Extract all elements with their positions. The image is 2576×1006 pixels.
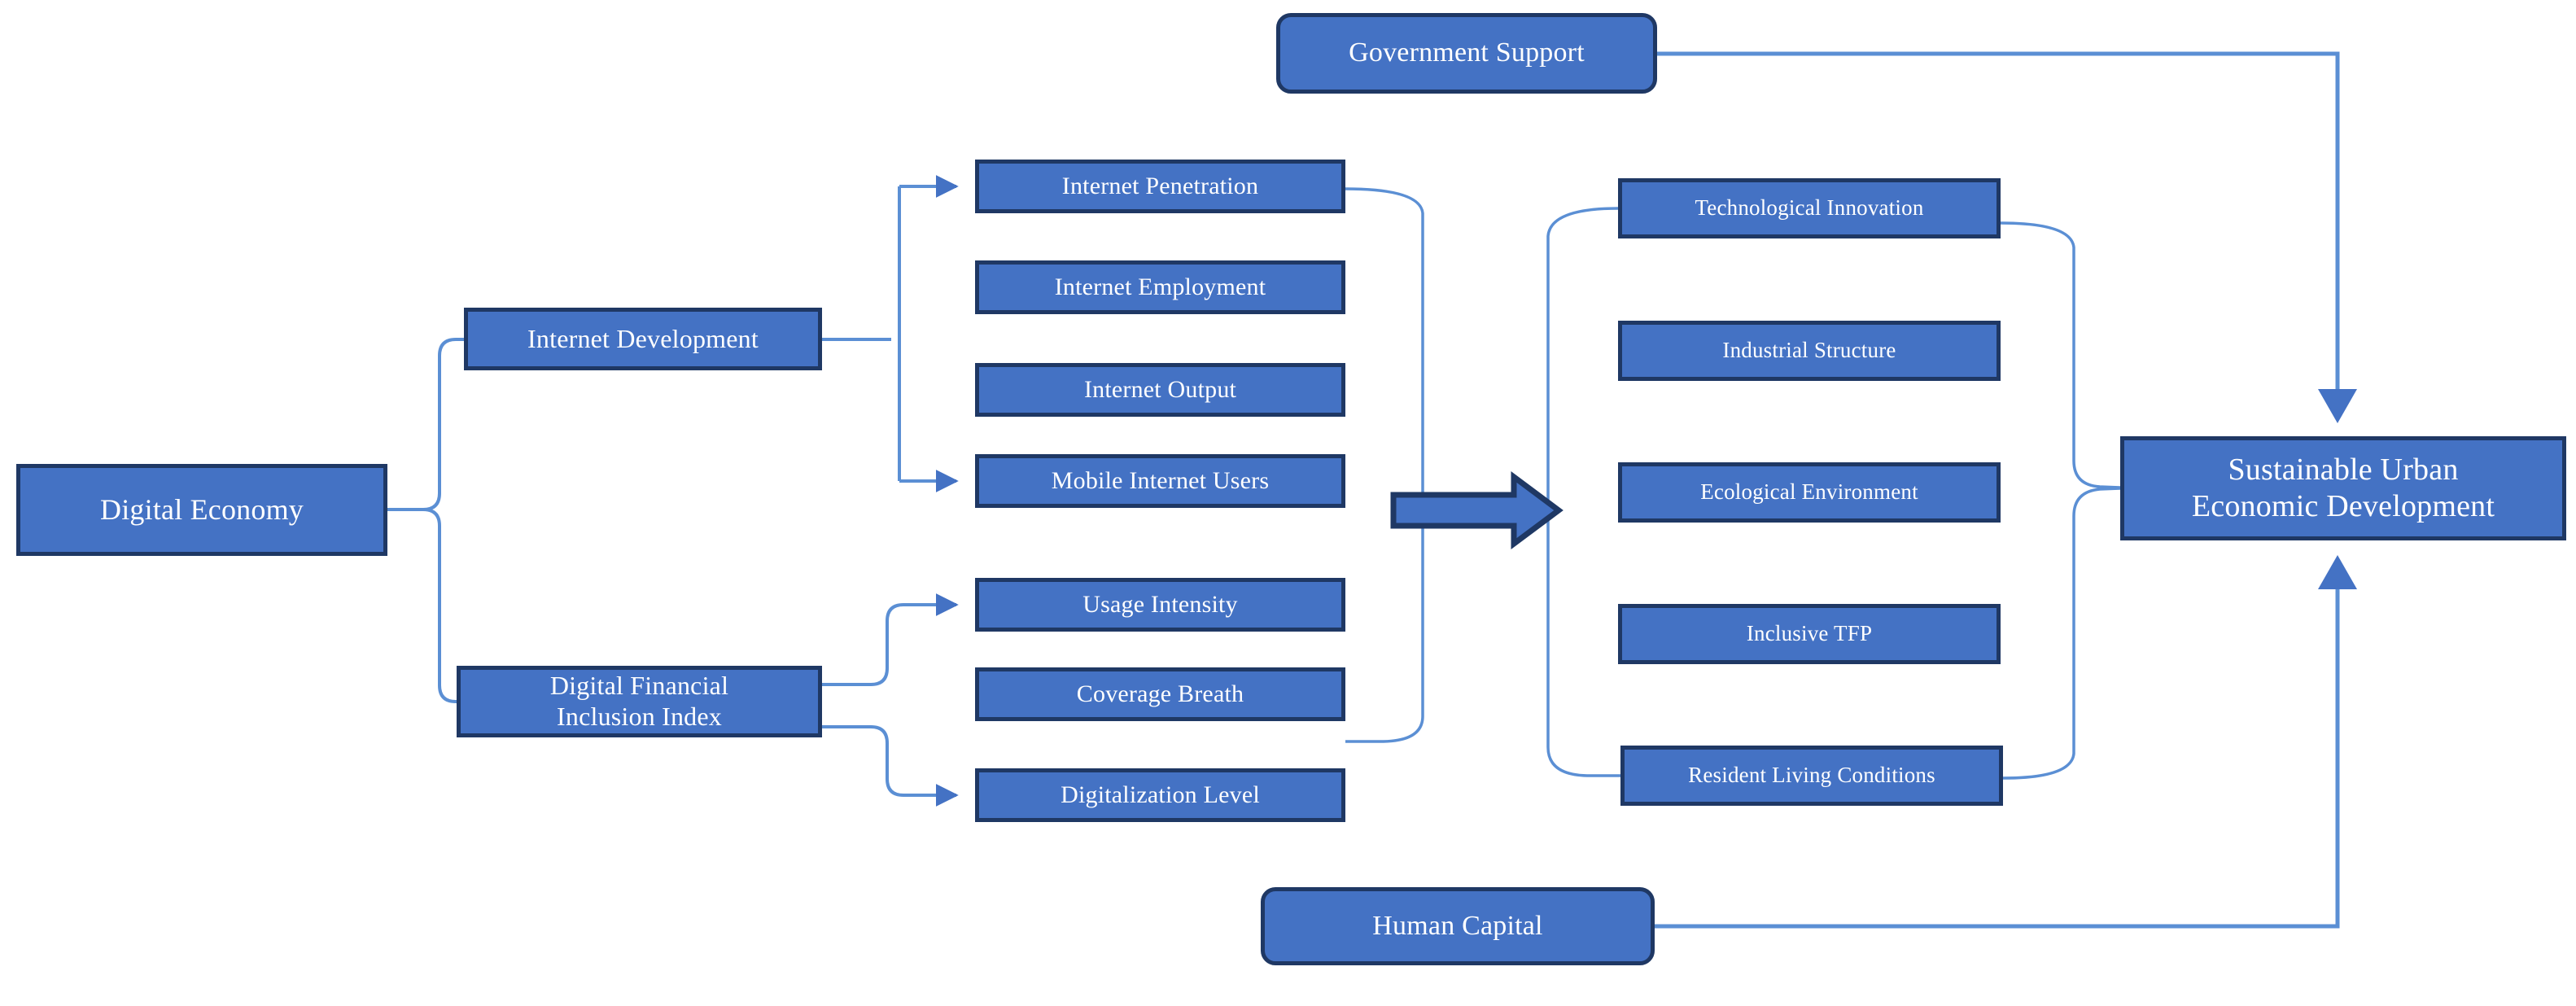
node-label-industrial-structure: Industrial Structure <box>1722 338 1896 363</box>
arrowhead-government-support <box>2318 389 2357 423</box>
node-digital-financial-inclusion-index[interactable]: Digital Financial Inclusion Index <box>457 666 822 737</box>
node-internet-output[interactable]: Internet Output <box>975 363 1345 417</box>
node-label-ecological-environment: Ecological Environment <box>1700 479 1918 505</box>
node-label-coverage-breath: Coverage Breath <box>1076 680 1244 708</box>
connector-digital-economy-internet-development <box>387 338 464 511</box>
node-resident-living-conditions[interactable]: Resident Living Conditions <box>1620 746 2003 806</box>
node-technological-innovation[interactable]: Technological Innovation <box>1618 178 2001 238</box>
node-label-internet-development: Internet Development <box>527 323 759 353</box>
node-human-capital[interactable]: Human Capital <box>1261 887 1655 965</box>
node-label-internet-penetration: Internet Penetration <box>1061 173 1259 200</box>
node-label-usage-intensity: Usage Intensity <box>1082 591 1238 619</box>
node-government-support[interactable]: Government Support <box>1276 13 1657 94</box>
connector-dfii-bracket-top <box>822 593 959 686</box>
node-label-government-support: Government Support <box>1349 37 1585 68</box>
node-label-human-capital: Human Capital <box>1372 910 1543 941</box>
arrowhead-human-capital <box>2318 555 2357 589</box>
connector-outcome-group-right-bracket-top <box>2000 221 2121 489</box>
thick-arrow-indicators-to-outcomes <box>1390 471 1564 549</box>
node-mobile-internet-users[interactable]: Mobile Internet Users <box>975 454 1345 508</box>
node-internet-development[interactable]: Internet Development <box>464 308 822 370</box>
node-digital-economy[interactable]: Digital Economy <box>16 464 387 556</box>
connector-digital-economy-dfii <box>387 508 457 703</box>
connector-outcome-group-left-bracket <box>1546 207 1620 777</box>
connector-dfii-bracket-bottom <box>822 725 959 807</box>
node-industrial-structure[interactable]: Industrial Structure <box>1618 321 2001 381</box>
node-ecological-environment[interactable]: Ecological Environment <box>1618 462 2001 523</box>
connector-outcome-group-right-bracket-bottom <box>2002 487 2121 780</box>
connector-indicator-group-bracket <box>1345 187 1424 743</box>
node-label-digital-economy: Digital Economy <box>100 493 304 527</box>
node-sustainable-urban-economic-development[interactable]: Sustainable Urban Economic Development <box>2120 436 2566 540</box>
node-label-mobile-internet-users: Mobile Internet Users <box>1051 467 1270 495</box>
node-coverage-breath[interactable]: Coverage Breath <box>975 667 1345 721</box>
node-label-internet-output: Internet Output <box>1083 376 1237 404</box>
node-label-digital-financial-inclusion-index: Digital Financial Inclusion Index <box>549 671 729 731</box>
node-label-resident-living-conditions: Resident Living Conditions <box>1688 763 1935 788</box>
node-label-digitalization-level: Digitalization Level <box>1061 781 1260 809</box>
node-digitalization-level[interactable]: Digitalization Level <box>975 768 1345 822</box>
node-internet-employment[interactable]: Internet Employment <box>975 260 1345 314</box>
node-label-technological-innovation: Technological Innovation <box>1695 195 1924 221</box>
node-usage-intensity[interactable]: Usage Intensity <box>975 578 1345 632</box>
node-inclusive-tfp[interactable]: Inclusive TFP <box>1618 604 2001 664</box>
node-internet-penetration[interactable]: Internet Penetration <box>975 160 1345 213</box>
node-label-internet-employment: Internet Employment <box>1054 273 1266 301</box>
node-label-sustainable-urban-economic-development: Sustainable Urban Economic Development <box>2191 453 2495 523</box>
node-label-inclusive-tfp: Inclusive TFP <box>1746 621 1873 646</box>
